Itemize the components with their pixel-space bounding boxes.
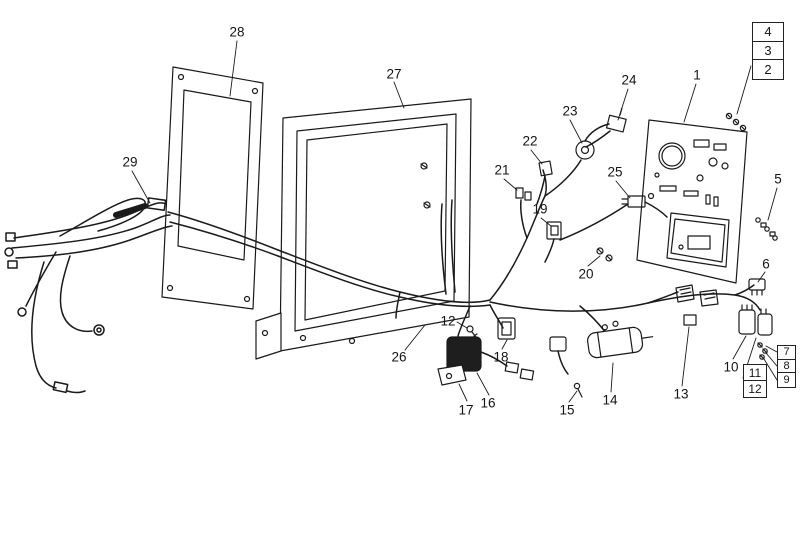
- relay-16-17: [437, 336, 535, 386]
- callout-27: 27: [386, 66, 402, 82]
- ref-cell-4: 4: [753, 23, 783, 42]
- callout-5: 5: [774, 171, 782, 187]
- callout-17: 17: [458, 402, 474, 418]
- connector-block-10-11-12: [738, 304, 773, 336]
- callout-6: 6: [762, 256, 770, 272]
- enclosure-box: [255, 98, 472, 360]
- hardware-set-7-8-9: [757, 342, 768, 360]
- ref-cell-8: 8: [778, 360, 795, 373]
- callout-13: 13: [673, 386, 689, 402]
- vented-rear-panel: [161, 66, 264, 310]
- panel-screws-2-3-4: [725, 112, 747, 132]
- callout-10: 10: [723, 359, 739, 375]
- harness-plugs-13: [675, 284, 719, 326]
- callout-20: 20: [578, 266, 594, 282]
- ref-cell-2: 2: [764, 61, 772, 77]
- callout-24: 24: [621, 72, 637, 88]
- solenoid-14: [587, 320, 654, 359]
- callout-1: 1: [693, 67, 701, 83]
- callout-22: 22: [522, 133, 538, 149]
- hardware-set-5: [755, 217, 778, 241]
- ref-cell-7: 7: [778, 346, 795, 360]
- wiring-harness-29: [4, 197, 279, 394]
- ignition-switch-23: [575, 123, 610, 160]
- callout-12: 12: [440, 313, 456, 329]
- terminals-21: [515, 187, 532, 201]
- ref-cell-3: 3: [753, 42, 783, 60]
- leader-lines: [131, 40, 778, 403]
- flasher-unit: [549, 336, 569, 375]
- screws-20: [596, 247, 613, 262]
- screw-15: [573, 382, 583, 398]
- ref-table-11-12: 11 12: [743, 364, 767, 398]
- callout-25: 25: [607, 164, 623, 180]
- callout-18: 18: [493, 349, 509, 365]
- ref-cell-9: 9: [783, 373, 790, 386]
- ref-table-4-3-2: 4 3 2: [752, 22, 784, 80]
- control-panel: [636, 119, 748, 284]
- connector-6: [748, 278, 766, 296]
- connector-25: [621, 195, 668, 218]
- ref-cell-12: 12: [748, 382, 762, 396]
- callout-23: 23: [562, 103, 578, 119]
- callout-19: 19: [532, 201, 548, 217]
- ref-table-7-8-9: 7 8 9: [777, 345, 796, 388]
- callout-21: 21: [494, 162, 510, 178]
- callout-14: 14: [602, 392, 618, 408]
- callout-16: 16: [480, 395, 496, 411]
- callout-29: 29: [122, 154, 138, 170]
- callout-26: 26: [391, 349, 407, 365]
- main-wiring-harness-26: [277, 159, 761, 337]
- rocker-switch-18: [497, 317, 516, 340]
- switch-19: [544, 221, 562, 263]
- callout-28: 28: [229, 24, 245, 40]
- callout-15: 15: [559, 402, 575, 418]
- connector-22: [536, 160, 553, 205]
- ref-cell-11: 11: [744, 365, 766, 381]
